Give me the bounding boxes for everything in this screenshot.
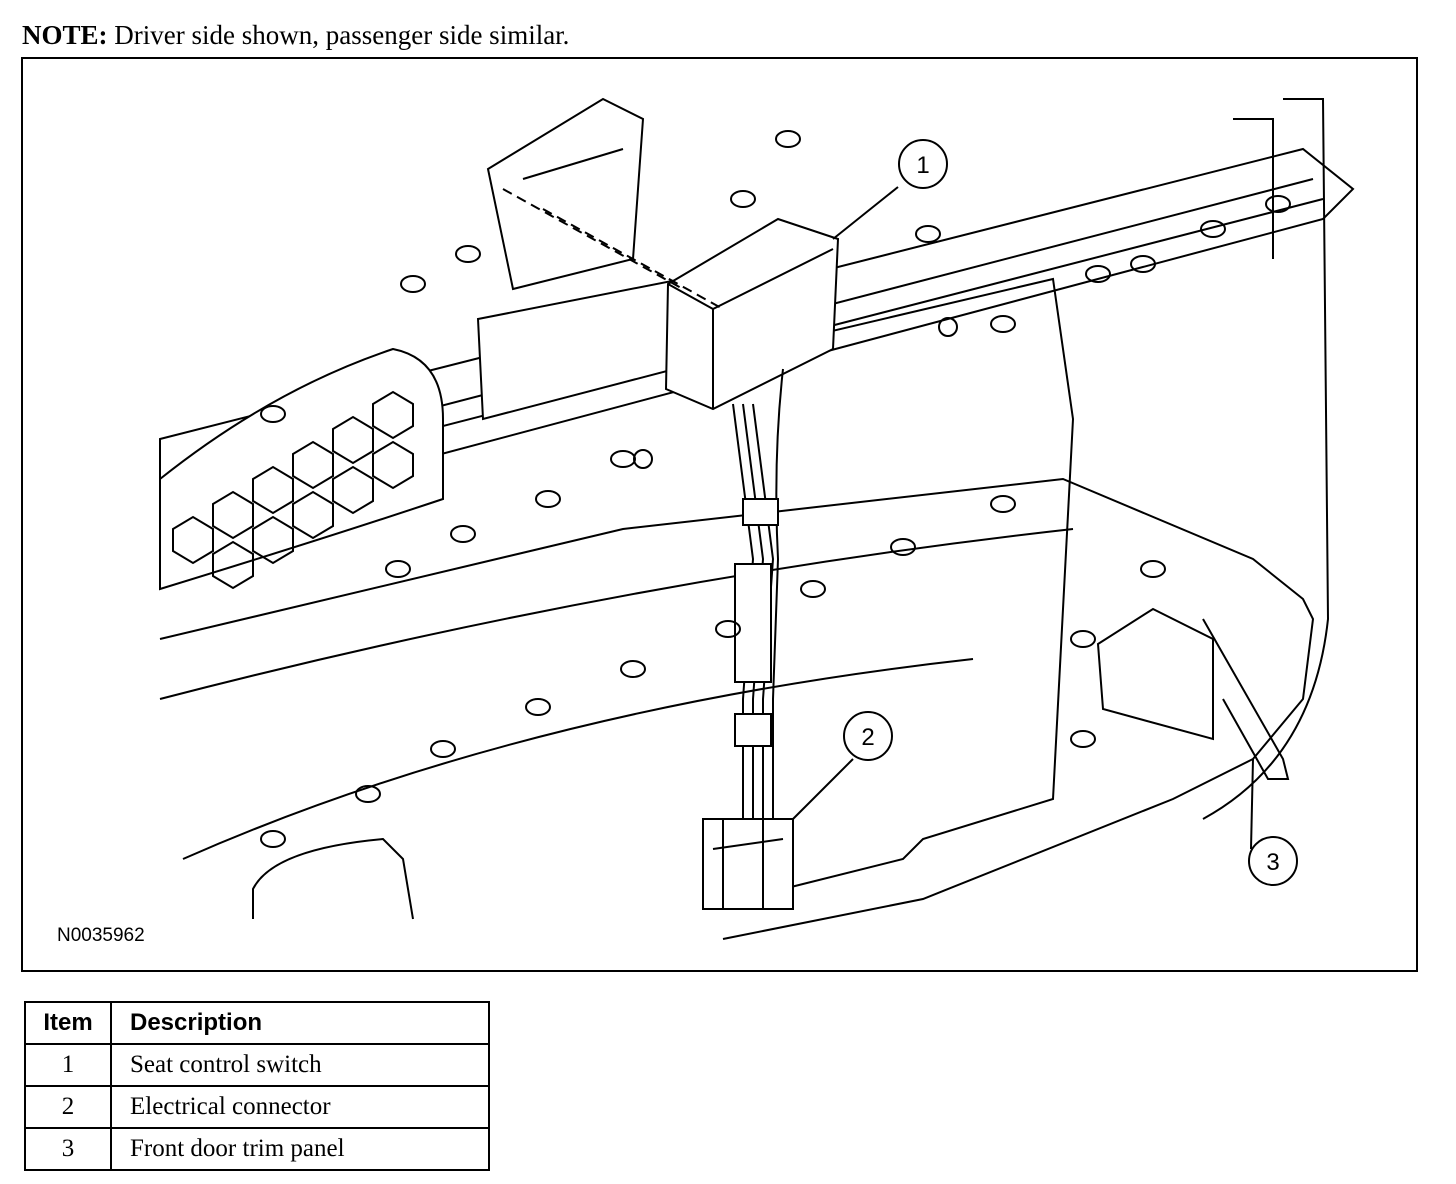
legend-header-row: Item Description — [24, 1001, 490, 1045]
callout-1-circle — [898, 139, 948, 189]
mounting-clips — [260, 130, 1291, 848]
legend-item-number: 3 — [24, 1127, 112, 1171]
legend-item-number: 1 — [24, 1043, 112, 1087]
door-panel-illustration: 1 2 3 — [159, 97, 1355, 940]
callout-3-circle — [1248, 836, 1298, 886]
legend-item-number: 2 — [24, 1085, 112, 1129]
callouts: 1 2 3 — [792, 139, 1298, 886]
table-row: 1 Seat control switch — [24, 1043, 490, 1087]
door-panel-body — [159, 98, 1330, 940]
legend-item-description: Seat control switch — [110, 1043, 490, 1087]
callout-1-label: 1 — [916, 152, 929, 179]
legend-table: Item Description 1 Seat control switch 2… — [24, 1001, 490, 1171]
callout-3-leader — [1250, 758, 1254, 850]
wiring-harness — [732, 368, 784, 819]
note-text: Driver side shown, passenger side simila… — [114, 20, 570, 50]
callout-2-leader — [792, 758, 854, 820]
electrical-connector — [702, 818, 794, 910]
table-row: 3 Front door trim panel — [24, 1127, 490, 1171]
legend-item-description: Front door trim panel — [110, 1127, 490, 1171]
figure-id: N0035962 — [57, 925, 145, 946]
rear-bracket — [1096, 607, 1290, 780]
speaker-grille — [159, 347, 444, 591]
table-row: 2 Electrical connector — [24, 1085, 490, 1129]
callout-2-label: 2 — [861, 724, 874, 751]
callout-3-label: 3 — [1266, 849, 1279, 876]
seat-control-switch — [502, 188, 840, 411]
diagram-figure: 1 2 3 N0035962 — [21, 57, 1418, 972]
note: NOTE: Driver side shown, passenger side … — [22, 20, 569, 51]
legend-header-description: Description — [110, 1001, 490, 1045]
callout-2-circle — [843, 711, 893, 761]
note-label: NOTE: — [22, 20, 108, 50]
switch-bezel — [486, 97, 645, 291]
legend-item-description: Electrical connector — [110, 1085, 490, 1129]
legend-header-item: Item — [24, 1001, 112, 1045]
callout-1-leader — [832, 186, 899, 240]
